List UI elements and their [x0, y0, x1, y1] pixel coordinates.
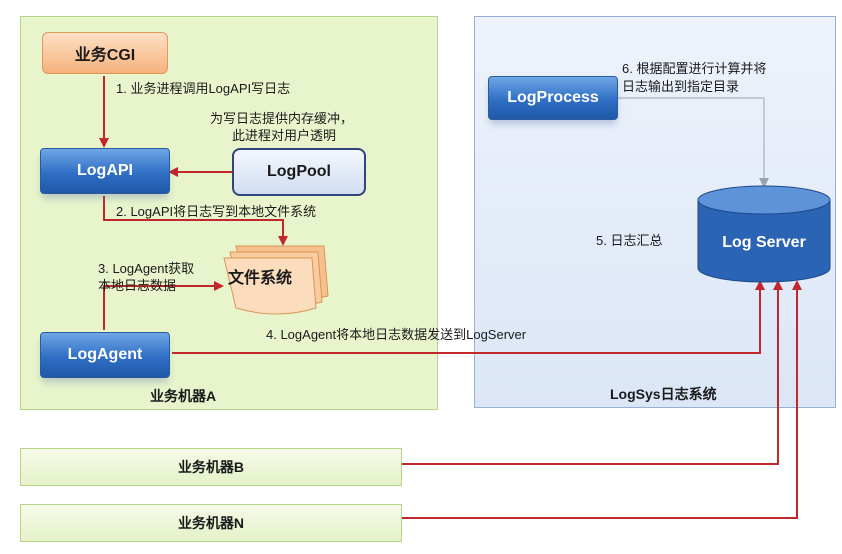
- arrow-logprocess-to-logserver: [618, 97, 769, 188]
- business-cgi-node: 业务CGI: [42, 32, 168, 74]
- step2-label: 2. LogAPI将日志写到本地文件系统: [116, 204, 317, 219]
- step3-label-line1: 3. LogAgent获取: [98, 261, 195, 276]
- step5-label: 5. 日志汇总: [596, 233, 663, 248]
- logpool-note-line1: 为写日志提供内存缓冲，: [210, 111, 354, 126]
- logprocess-node: LogProcess: [488, 76, 618, 120]
- arrow-machine-b-to-logserver: [402, 280, 783, 465]
- step3-label-line2: 本地日志数据: [98, 278, 177, 293]
- step4-label: 4. LogAgent将本地日志数据发送到LogServer: [266, 327, 527, 342]
- logserver-label: Log Server: [722, 234, 806, 251]
- logpool-note-line2: 此进程对用户透明: [232, 128, 337, 143]
- logsys-label: LogSys日志系统: [610, 386, 717, 402]
- logpool-node: LogPool: [232, 148, 366, 196]
- filesystem-icon: [223, 245, 329, 315]
- arrow-logagent-to-logserver: [172, 280, 765, 354]
- step6-label-line2: 日志输出到指定目录: [622, 79, 740, 94]
- logserver-cylinder: [697, 185, 831, 283]
- arrow-machine-n-to-logserver: [402, 280, 802, 519]
- logapi-node: LogAPI: [40, 148, 170, 194]
- arrow-logapi-to-filesystem: [103, 196, 288, 246]
- logagent-node: LogAgent: [40, 332, 170, 378]
- step1-label: 1. 业务进程调用LogAPI写日志: [116, 81, 291, 96]
- arrow-logagent-to-filesystem: [103, 281, 224, 330]
- machine-n-box: 业务机器N: [20, 504, 402, 542]
- machine-b-box: 业务机器B: [20, 448, 402, 486]
- filesystem-label: 文件系统: [228, 270, 293, 287]
- machine-a-label: 业务机器A: [150, 388, 217, 404]
- step6-label-line1: 6. 根据配置进行计算并将: [622, 61, 767, 76]
